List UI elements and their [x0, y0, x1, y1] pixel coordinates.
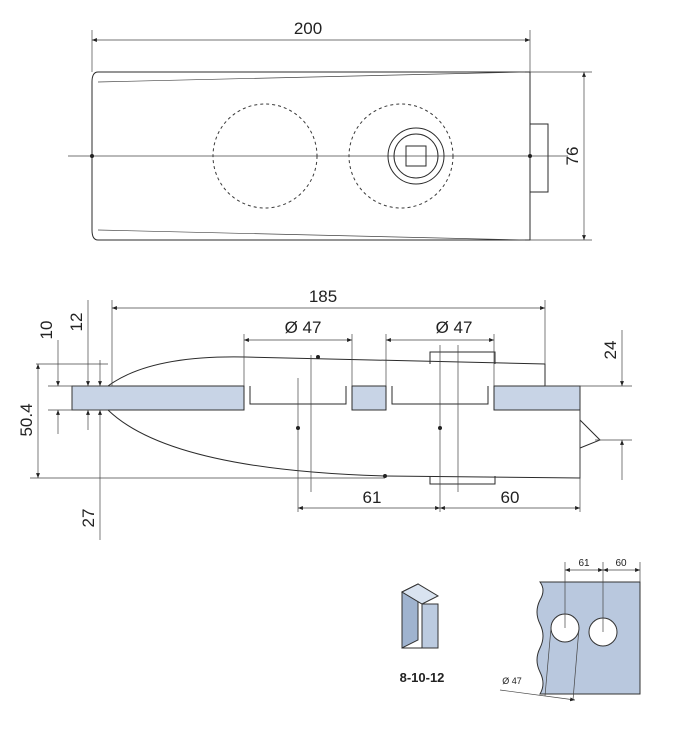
- lower-body-profile: [107, 409, 581, 479]
- center-dot: [90, 154, 94, 158]
- dim-27-label: 27: [79, 509, 98, 528]
- point-marker: [296, 426, 300, 430]
- dim-60-label: 60: [501, 488, 520, 507]
- side-view: 185 Ø 47 Ø 47 10 12 50.4 27 24: [17, 287, 632, 540]
- lock-plate: [429, 351, 496, 364]
- detail-ext-line: [544, 627, 552, 697]
- glass-segment-right: [493, 385, 581, 411]
- lock-cylinder-outer: [387, 127, 445, 185]
- detail-dim-dia: [499, 689, 576, 702]
- hole-detail: 61 60 Ø 47: [499, 558, 641, 702]
- dim-185-label: 185: [309, 287, 337, 306]
- lower-plate: [429, 476, 496, 485]
- bottom-taper-line: [97, 229, 526, 241]
- point-marker: [438, 426, 442, 430]
- lever: [579, 419, 601, 449]
- dim-12-label: 12: [67, 313, 86, 332]
- dim-50-4-label: 50.4: [17, 403, 36, 436]
- dim-61-label: 61: [363, 488, 382, 507]
- lock-cylinder-inner: [393, 133, 439, 179]
- glass-segment-middle: [351, 385, 387, 411]
- lock-key-square: [405, 145, 427, 167]
- dim-10-label: 10: [37, 321, 56, 340]
- glass-segment-left: [71, 385, 245, 411]
- hole-left-dashed: [212, 103, 318, 209]
- end-plate: [529, 123, 549, 193]
- dim-24-label: 24: [601, 341, 620, 360]
- glass-thickness-legend: 8-10-12: [400, 583, 445, 685]
- top-taper-line: [97, 71, 526, 83]
- dim-hole-right-label: Ø 47: [436, 318, 473, 337]
- point-marker: [316, 355, 320, 359]
- glass-block-top: [400, 583, 440, 605]
- center-dot: [528, 154, 532, 158]
- glass-block-front: [421, 603, 439, 649]
- dim-hole-left-label: Ø 47: [285, 318, 322, 337]
- clamp-body-outline: [91, 71, 531, 241]
- detail-dim-60-label: 60: [615, 558, 627, 569]
- top-view: 200 76: [68, 19, 592, 241]
- glass-thickness-label: 8-10-12: [400, 670, 445, 685]
- dim-200-label: 200: [294, 19, 322, 38]
- dim-76-label: 76: [563, 147, 582, 166]
- upper-body-profile: [107, 356, 546, 387]
- point-marker: [383, 474, 387, 478]
- detail-dim-61-label: 61: [578, 558, 590, 569]
- glass-panel-detail: [536, 581, 641, 695]
- detail-dim-dia-label: Ø 47: [502, 676, 522, 686]
- detail-ext-line: [572, 627, 580, 701]
- hole-right-dashed: [348, 103, 454, 209]
